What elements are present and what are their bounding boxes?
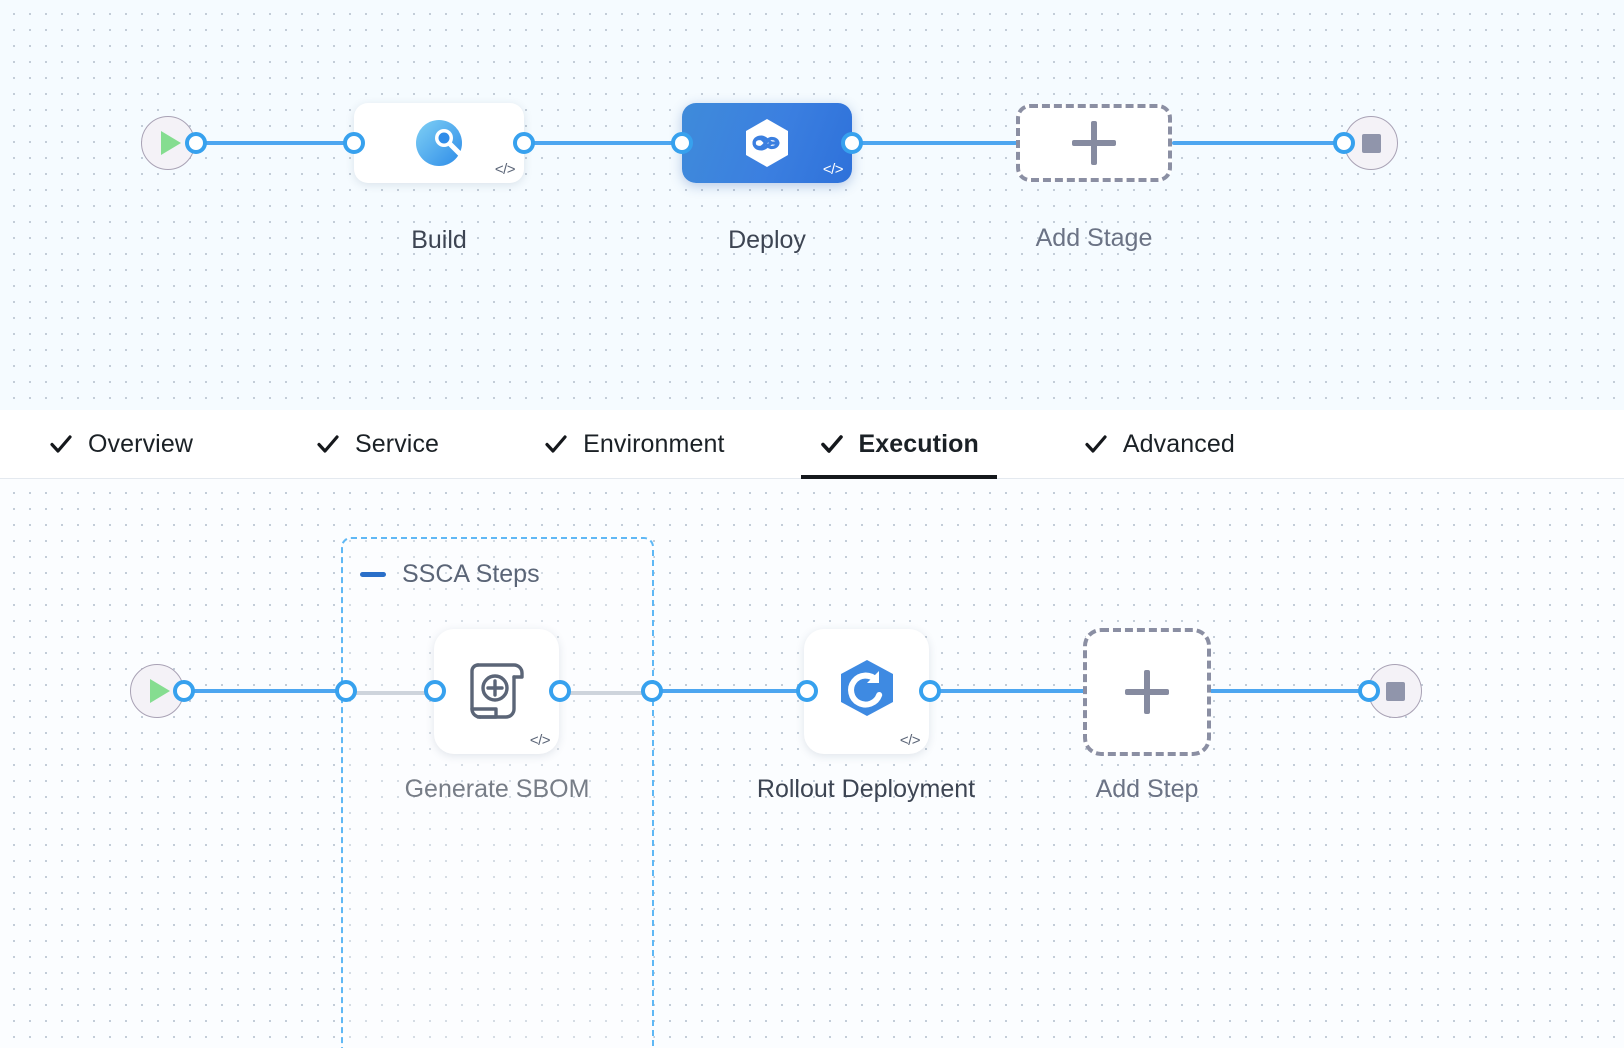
tab-label-service: Service [355,429,440,458]
step-label-rollout-deployment: Rollout Deployment [756,775,976,803]
port-rollout-in[interactable] [796,680,818,702]
port-build-out[interactable] [513,132,535,154]
port-sbom-out[interactable] [549,680,571,702]
edge-start-to-group [184,689,348,693]
edge-rollout-to-addstep [930,689,1088,693]
port-exec-start-out[interactable] [173,680,195,702]
generate-sbom-code-badge[interactable]: </> [529,732,551,749]
plus-icon [1125,670,1169,714]
step-group-title: SSCA Steps [402,560,540,588]
check-icon [1083,431,1109,457]
stage-label-deploy: Deploy [728,226,806,254]
step-node-rollout-deployment[interactable]: </> [804,629,929,754]
build-code-badge[interactable]: </> [494,161,516,178]
collapse-minus-icon[interactable] [360,572,386,577]
edge-group-in-dashed [351,691,429,695]
tab-label-advanced: Advanced [1122,429,1235,458]
step-group-header[interactable]: SSCA Steps [360,560,540,589]
port-sbom-in[interactable] [424,680,446,702]
edge-start-to-build [196,141,360,145]
add-step-button[interactable] [1083,628,1211,756]
rollout-code-badge[interactable]: </> [899,732,921,749]
port-group-in[interactable] [335,680,357,702]
rollout-hex-refresh-icon [840,659,893,716]
play-icon [150,679,170,703]
tab-service[interactable]: Service [297,410,457,479]
port-deploy-out[interactable] [841,132,863,154]
tab-label-execution: Execution [858,429,979,458]
check-icon [48,431,74,457]
stage-node-build[interactable]: </> [354,103,524,183]
edge-deploy-to-addstage [852,141,1022,145]
tab-advanced[interactable]: Advanced [1065,410,1253,479]
stage-config-tabs[interactable]: Overview Service Environment Execution A [0,410,1624,479]
check-icon [315,431,341,457]
check-icon [819,431,845,457]
add-stage-button[interactable] [1016,104,1172,182]
stop-icon [1385,681,1405,701]
add-stage-label: Add Stage [1035,224,1153,252]
port-build-in[interactable] [343,132,365,154]
edge-build-to-deploy [524,141,688,145]
port-start-out[interactable] [185,132,207,154]
sbom-scroll-plus-icon [469,662,524,719]
deploy-code-badge[interactable]: </> [822,161,844,178]
stage-node-deploy[interactable]: </> [682,103,852,183]
plus-icon [1072,121,1116,165]
stop-icon [1361,133,1381,153]
port-exec-end-in[interactable] [1358,680,1380,702]
build-pie-icon [416,120,463,166]
pipeline-end-node[interactable] [1344,116,1398,170]
tab-label-environment: Environment [583,429,725,458]
step-node-generate-sbom[interactable]: </> [434,629,559,754]
stages-canvas[interactable]: </> Build </> Deploy Add Stage [0,0,1624,410]
edge-sbom-to-group-out-dashed [561,691,645,695]
harness-hex-infinity-icon [746,119,788,167]
check-icon [543,431,569,457]
step-group-ssca-steps[interactable] [341,537,654,1048]
tab-overview[interactable]: Overview [30,410,211,479]
port-end-in[interactable] [1333,132,1355,154]
tab-execution[interactable]: Execution [800,410,998,479]
port-deploy-in[interactable] [671,132,693,154]
add-step-label: Add Step [1095,775,1199,803]
edge-addstage-to-end [1172,141,1360,145]
port-group-out[interactable] [641,680,663,702]
tab-environment[interactable]: Environment [525,410,742,479]
edge-group-to-rollout [650,689,814,693]
edge-addstep-to-end [1204,689,1374,693]
step-label-generate-sbom: Generate SBOM [404,775,590,803]
execution-canvas[interactable]: SSCA Steps [0,479,1624,1048]
stage-label-build: Build [411,226,467,254]
play-icon [161,131,181,155]
tab-label-overview: Overview [88,429,193,458]
port-rollout-out[interactable] [919,680,941,702]
